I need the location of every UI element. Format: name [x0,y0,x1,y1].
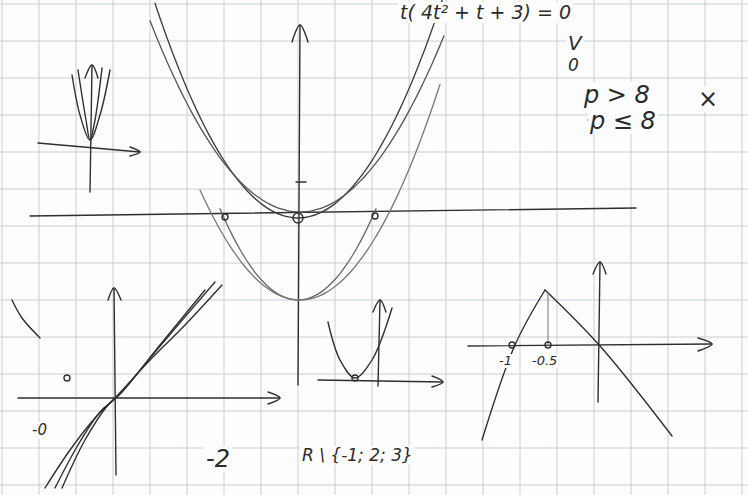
cubic-curve [55,282,215,488]
tick-mark [296,181,306,182]
axis-arrow [593,262,606,274]
piecewise-line [545,290,672,436]
parabola [328,308,392,378]
x-axis [30,208,636,216]
handwritten-note: -2 [204,446,232,472]
handwritten-note: -0 [30,422,49,439]
dashed-guide [548,292,549,346]
x-axis [318,380,443,382]
axis-arrow [85,65,98,78]
axis-arrow [432,376,443,387]
point-marker [352,375,358,381]
parabola [150,21,444,212]
y-axis [598,262,600,402]
point-marker [293,213,303,223]
y-axis [90,65,92,192]
axis-arrow [130,147,140,156]
handwritten-note: -1 [497,354,514,368]
point-marker [222,214,228,220]
handwritten-note: p > 8 [582,82,652,108]
parabola [155,0,443,218]
point-marker [509,342,515,348]
x-axis [38,143,140,152]
point-marker [372,213,378,219]
y-axis [298,25,300,385]
handwritten-note: R \ {-1; 2; 3} [300,446,415,465]
parabola [72,70,110,140]
handwritten-note: 0 [566,56,581,75]
x-axis [18,397,280,398]
point-marker [545,342,551,348]
curve-branch [12,300,40,338]
handwritten-note: × [696,86,720,112]
parabola [200,84,440,300]
parabola [78,68,102,140]
axis-arrow [373,300,386,312]
axis-arrow [292,25,308,42]
axis-arrow [698,338,712,351]
handwritten-note: V [566,32,584,54]
handwritten-note: -0.5 [530,354,559,368]
x-axis [468,344,712,346]
handwritten-note: t( 4t² + t + 3) = 0 [398,2,573,23]
y-axis [114,288,116,475]
cubic-curve [62,290,205,488]
axis-arrow [268,392,280,404]
axis-arrow [108,288,121,300]
parabola [220,209,376,300]
point-marker [64,375,70,381]
handwritten-note: p ≤ 8 [588,108,658,134]
